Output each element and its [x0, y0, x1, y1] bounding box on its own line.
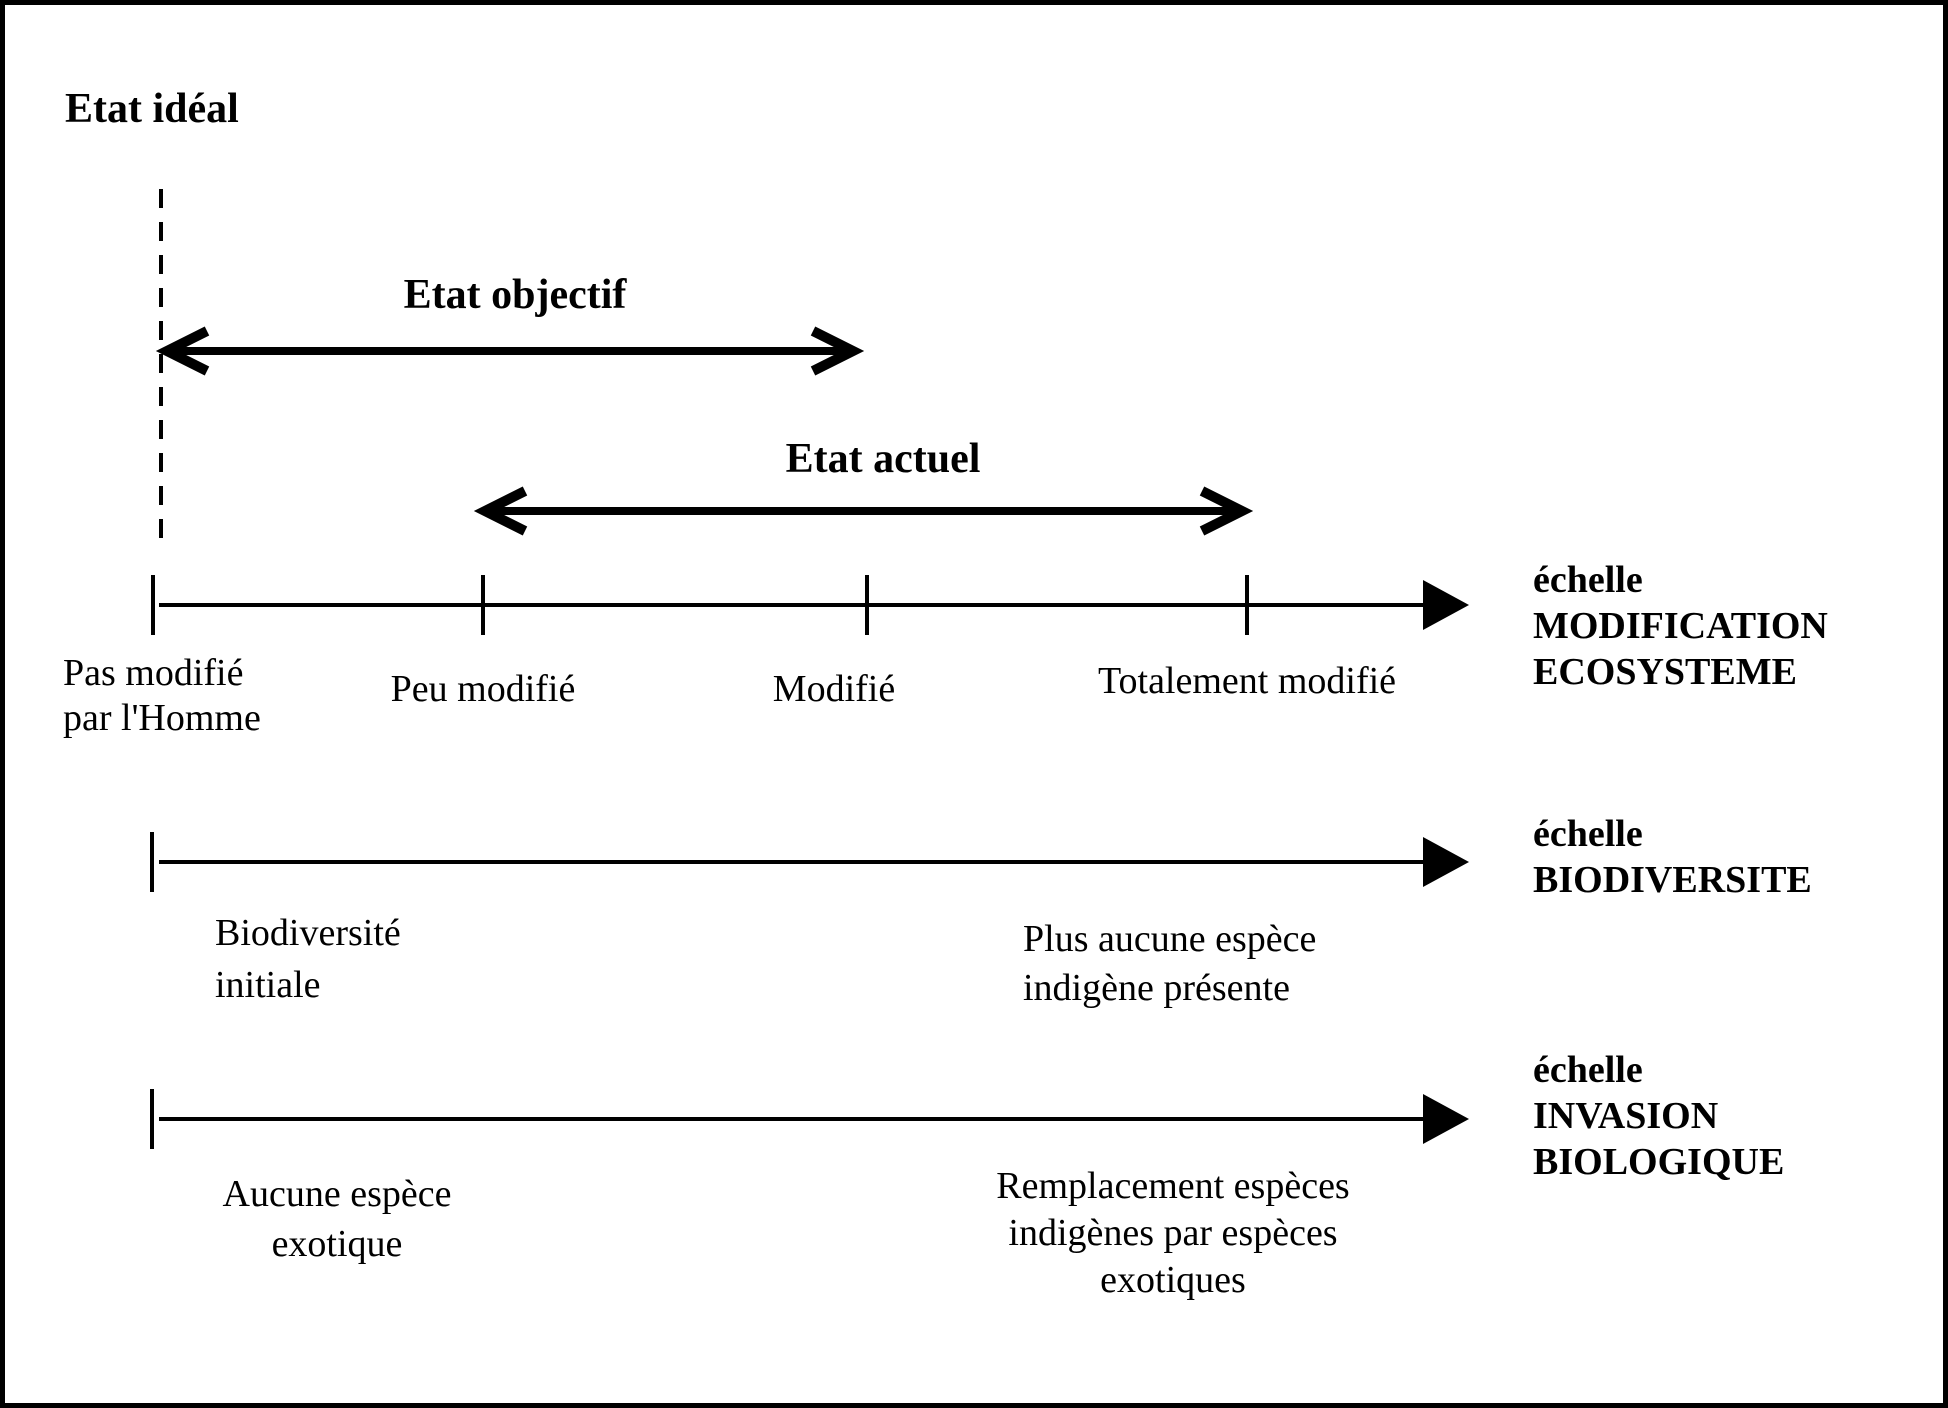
- current-state-label: Etat actuel: [785, 436, 981, 482]
- modification-tick3-label: Modifié: [772, 668, 896, 710]
- objective-arrow-left-head-icon: [155, 326, 210, 376]
- invasion-right-line3: exotiques: [1100, 1259, 1246, 1301]
- invasion-right-line1: Remplacement espèces: [996, 1165, 1350, 1207]
- biodiversity-right-line2: indigène présente: [1023, 967, 1290, 1009]
- objective-state-label: Etat objectif: [403, 272, 627, 318]
- modification-scale-line1: MODIFICATION: [1533, 605, 1828, 647]
- biodiversity-scale-name: échelle BIODIVERSITE: [1533, 811, 1812, 903]
- biodiversity-left-line1: Biodiversité: [215, 912, 401, 954]
- modification-scale-word: échelle: [1533, 559, 1643, 601]
- modification-axis-arrowhead-icon: [1423, 580, 1469, 630]
- invasion-scale-name: échelle INVASION BIOLOGIQUE: [1533, 1047, 1784, 1185]
- invasion-left-line2: exotique: [271, 1223, 403, 1265]
- invasion-scale-line1: INVASION: [1533, 1095, 1719, 1137]
- diagram-graphics: [150, 189, 1469, 1149]
- modification-tick1-line1: Pas modifié: [63, 652, 244, 694]
- invasion-scale-word: échelle: [1533, 1049, 1643, 1091]
- modification-tick1-label: Pas modifié par l'Homme: [63, 651, 261, 741]
- invasion-scale-line2: BIOLOGIQUE: [1533, 1141, 1785, 1183]
- current-arrow-right-head-icon: [1199, 486, 1254, 536]
- modification-tick1-line2: par l'Homme: [63, 697, 261, 739]
- current-arrow-left-head-icon: [473, 486, 528, 536]
- invasion-left-line1: Aucune espèce: [222, 1173, 452, 1215]
- biodiversity-right-label: Plus aucune espèce indigène présente: [1023, 915, 1316, 1013]
- biodiversity-right-line1: Plus aucune espèce: [1023, 918, 1317, 960]
- modification-scale-name: échelle MODIFICATION ECOSYSTEME: [1533, 557, 1828, 695]
- modification-tick4-label: Totalement modifié: [1097, 660, 1397, 702]
- ideal-state-title: Etat idéal: [65, 86, 239, 132]
- invasion-right-line2: indigènes par espèces: [1008, 1212, 1338, 1254]
- biodiversity-scale-word: échelle: [1533, 813, 1643, 855]
- invasion-right-label: Remplacement espèces indigènes par espèc…: [996, 1163, 1349, 1304]
- modification-scale-line2: ECOSYSTEME: [1533, 651, 1797, 693]
- biodiversity-scale-line1: BIODIVERSITE: [1533, 859, 1812, 901]
- invasion-axis-arrowhead-icon: [1423, 1094, 1469, 1144]
- biodiversity-left-label: Biodiversité initiale: [215, 907, 401, 1011]
- biodiversity-left-line2: initiale: [215, 964, 321, 1006]
- biodiversity-axis-arrowhead-icon: [1423, 837, 1469, 887]
- objective-arrow-right-head-icon: [810, 326, 865, 376]
- modification-tick2-label: Peu modifié: [390, 668, 576, 710]
- invasion-left-label: Aucune espèce exotique: [223, 1169, 452, 1269]
